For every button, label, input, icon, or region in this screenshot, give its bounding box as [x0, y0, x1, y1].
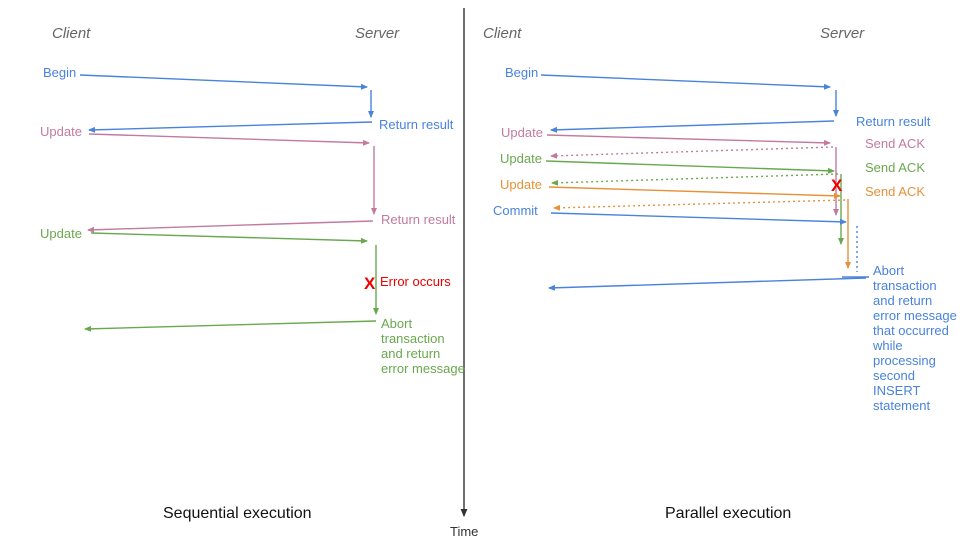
right-update1-request-arrow [546, 134, 831, 146]
right-abort-line-10: statement [873, 398, 930, 413]
right-return-result-label: Return result [856, 114, 931, 129]
left-footer-caption: Sequential execution [163, 505, 312, 522]
right-update3-request-arrow [548, 186, 841, 199]
left-client-title: Client [52, 25, 91, 42]
time-axis-label: Time [450, 524, 478, 539]
right-commit-request-arrow [550, 212, 847, 225]
right-begin-request-arrow [540, 74, 831, 90]
left-update2-request-arrow [90, 232, 368, 244]
left-update1-return-arrow [87, 220, 374, 233]
right-abort-line-3: and return [873, 293, 932, 308]
right-abort-line-4: error message [873, 308, 957, 323]
left-error-x-icon: X [364, 274, 376, 293]
right-begin-return-arrow [550, 120, 835, 133]
right-ack2-return-arrow [551, 173, 839, 186]
right-update3-label: Update [500, 177, 542, 192]
right-ack3-return-arrow [553, 199, 846, 211]
left-return-result2-label: Return result [381, 212, 456, 227]
right-update2-request-arrow [545, 160, 835, 174]
left-update2-label: Update [40, 226, 82, 241]
right-server-title: Server [820, 25, 865, 42]
left-update1-request-arrow [88, 133, 370, 146]
left-abort-line-1: Abort [381, 316, 412, 331]
left-begin-label: Begin [43, 65, 76, 80]
right-send-ack1-label: Send ACK [865, 136, 925, 151]
right-send-ack2-label: Send ACK [865, 160, 925, 175]
right-abort-line-1: Abort [873, 263, 904, 278]
right-send-ack3-label: Send ACK [865, 184, 925, 199]
left-update1-label: Update [40, 124, 82, 139]
right-commit-label: Commit [493, 203, 538, 218]
left-abort-line-2: transaction [381, 331, 445, 346]
left-abort-line-4: error message [381, 361, 465, 376]
right-abort-return-arrow [548, 277, 867, 291]
right-abort-line-2: transaction [873, 278, 937, 293]
left-abort-return-arrow [84, 320, 377, 332]
left-begin-return-arrow [88, 121, 373, 133]
right-ack1-return-arrow [550, 146, 834, 159]
right-begin-label: Begin [505, 65, 538, 80]
left-server-title: Server [355, 25, 400, 42]
left-abort-line-3: and return [381, 346, 440, 361]
right-abort-line-9: INSERT [873, 383, 920, 398]
right-client-title: Client [483, 25, 522, 42]
left-begin-request-arrow [79, 74, 368, 90]
right-error-x-icon: X [831, 176, 843, 195]
left-error-label: Error occurs [380, 274, 451, 289]
left-return-result1-label: Return result [379, 117, 454, 132]
right-footer-caption: Parallel execution [665, 505, 791, 522]
right-abort-line-6: while [872, 338, 903, 353]
right-update1-label: Update [501, 125, 543, 140]
right-abort-line-5: that occurred [873, 323, 949, 338]
right-update2-label: Update [500, 151, 542, 166]
right-abort-line-7: processing [873, 353, 936, 368]
right-abort-line-8: second [873, 368, 915, 383]
